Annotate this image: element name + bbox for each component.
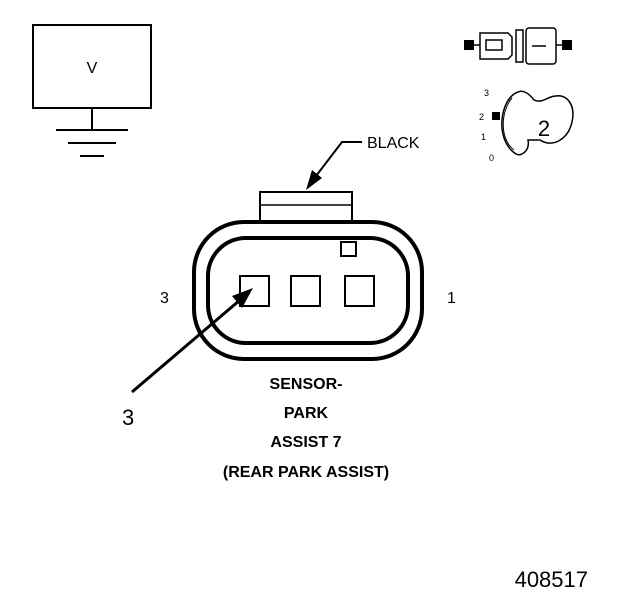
- selector-switch-icon: 3 2 1 0 2: [479, 88, 574, 163]
- connector-name: SENSOR- PARK ASSIST 7 (REAR PARK ASSIST): [223, 376, 389, 481]
- polarization-key: [340, 241, 357, 257]
- probe-arrow: [131, 288, 253, 394]
- switch-selected-number: 2: [538, 116, 550, 141]
- connector-latch: [259, 191, 353, 223]
- voltmeter-label: V: [87, 60, 98, 77]
- connector-name-line-2: PARK: [284, 405, 329, 422]
- connector-body: [192, 191, 424, 361]
- connector-name-line-4: (REAR PARK ASSIST): [223, 464, 389, 481]
- ground-icon: [56, 129, 128, 157]
- connector-inner-shell: [206, 236, 410, 345]
- connector-color-label: BLACK: [367, 135, 420, 152]
- connector-name-line-1: SENSOR-: [270, 376, 343, 393]
- callout-arrowhead: [306, 170, 322, 190]
- voltmeter-symbol: V: [32, 24, 152, 130]
- connector-disconnect-icon: [464, 27, 572, 65]
- figure-number: 408517: [515, 567, 588, 592]
- pin-right-label: 1: [447, 290, 456, 307]
- probe-callout-number: 3: [122, 405, 134, 430]
- switch-position-1: 1: [481, 132, 486, 142]
- connector-name-line-3: ASSIST 7: [270, 434, 341, 451]
- switch-position-0: 0: [489, 153, 494, 163]
- pin-left-label: 3: [160, 290, 169, 307]
- color-callout: BLACK: [306, 135, 420, 190]
- cavity-pin-2: [290, 275, 321, 307]
- cavity-pin-1: [344, 275, 375, 307]
- switch-position-2: 2: [479, 112, 484, 122]
- switch-position-3: 3: [484, 88, 489, 98]
